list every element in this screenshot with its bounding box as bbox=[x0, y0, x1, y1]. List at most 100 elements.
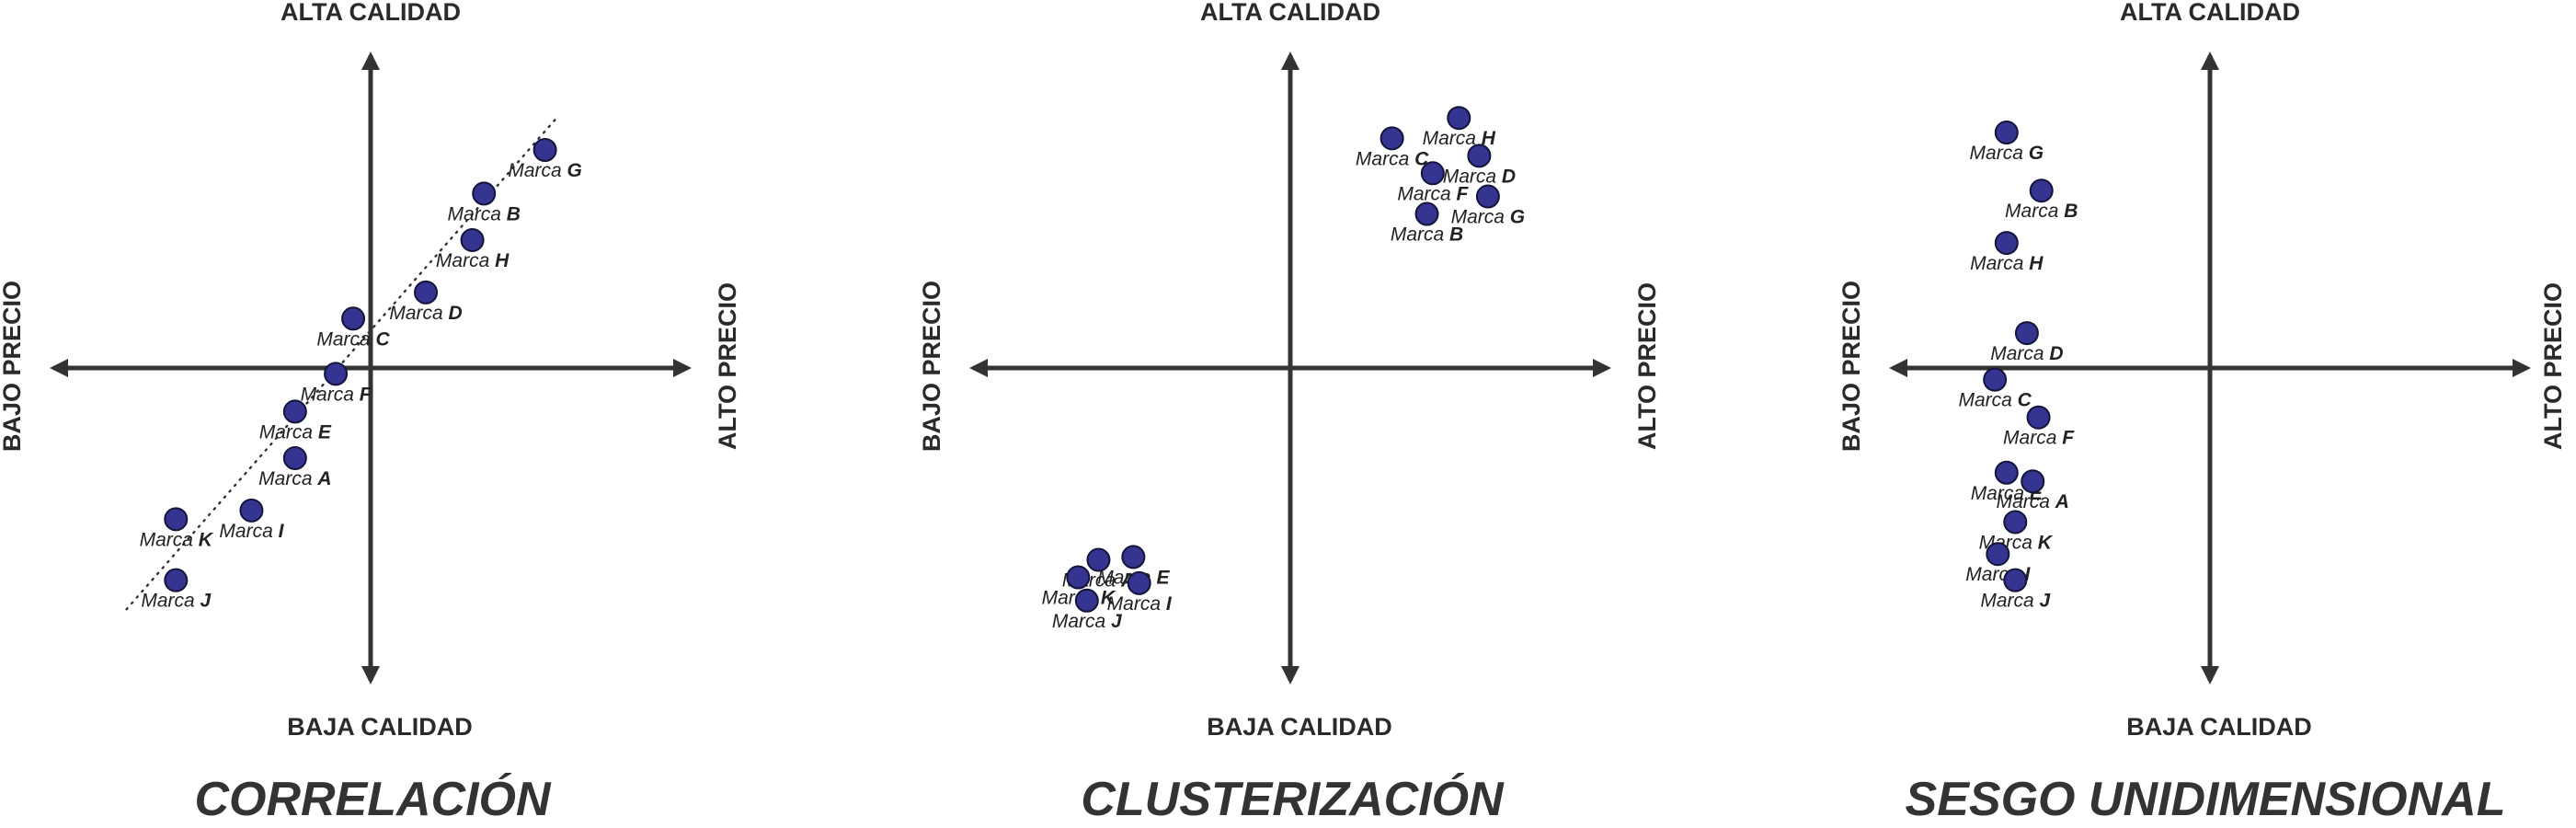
data-point-marca-j: Marca J bbox=[141, 568, 212, 612]
data-point-marca-i: Marca I bbox=[1107, 570, 1173, 615]
data-point-marca-a: Marca A bbox=[1997, 469, 2069, 512]
point-marker bbox=[2021, 469, 2045, 494]
point-label-prefix: Marca bbox=[1052, 611, 1111, 632]
point-marker bbox=[1994, 121, 2019, 145]
point-marker bbox=[1986, 542, 2010, 567]
panel-title: CORRELACIÓN bbox=[194, 773, 552, 826]
point-label-prefix: Marca bbox=[436, 250, 495, 271]
point-marker bbox=[1127, 570, 1151, 595]
point-label-letter: K bbox=[1101, 588, 1116, 609]
point-marker bbox=[460, 227, 485, 252]
axis-label-top: ALTA CALIDAD bbox=[1200, 0, 1380, 26]
data-point-marca-f: Marca F bbox=[2003, 405, 2075, 449]
point-label-letter: J bbox=[2040, 591, 2052, 612]
point-label: Marca A bbox=[1997, 491, 2069, 512]
point-label: Marca D bbox=[389, 303, 462, 324]
point-label-letter: K bbox=[2038, 532, 2054, 553]
data-point-marca-k: Marca K bbox=[1979, 510, 2054, 553]
point-label-letter: H bbox=[495, 250, 509, 271]
point-marker bbox=[1994, 231, 2019, 256]
point-marker bbox=[1475, 184, 1500, 209]
point-label: Marca B bbox=[1391, 224, 1463, 246]
point-label-letter: B bbox=[1449, 224, 1463, 246]
point-label-prefix: Marca bbox=[1997, 491, 2055, 512]
panel-title: CLUSTERIZACIÓN bbox=[1081, 773, 1505, 826]
point-label-prefix: Marca bbox=[1990, 343, 2049, 364]
point-label-letter: I bbox=[2024, 564, 2031, 585]
point-marker bbox=[1414, 201, 1439, 226]
point-label-prefix: Marca bbox=[1971, 483, 2030, 504]
point-label: Marca C bbox=[316, 328, 390, 350]
data-point-marca-g: Marca G bbox=[1970, 121, 2044, 164]
data-point-marca-c: Marca C bbox=[1356, 126, 1429, 169]
data-point-marca-d: Marca D bbox=[1990, 321, 2064, 364]
point-label: Marca F bbox=[1397, 183, 1469, 204]
point-label-prefix: Marca bbox=[316, 328, 375, 350]
point-marker bbox=[341, 306, 366, 331]
point-marker bbox=[1121, 545, 1146, 569]
point-label-prefix: Marca bbox=[1391, 224, 1449, 246]
axis-label-right: ALTO PRECIO bbox=[714, 282, 741, 450]
point-label-prefix: Marca bbox=[259, 421, 318, 443]
panel-sesgo-unidimensional: ALTA CALIDAD BAJA CALIDAD BAJO PRECIO AL… bbox=[1838, 0, 2567, 826]
point-marker bbox=[1074, 588, 1099, 613]
point-label-letter: I bbox=[279, 521, 285, 542]
point-marker bbox=[1086, 547, 1111, 572]
point-label-prefix: Marca bbox=[1107, 593, 1166, 615]
data-point-marca-h: Marca H bbox=[1423, 106, 1496, 149]
point-marker bbox=[1983, 367, 2008, 392]
point-label-letter: G bbox=[2029, 143, 2044, 164]
point-label: Marca I bbox=[1107, 593, 1173, 615]
point-label: Marca D bbox=[1443, 166, 1516, 187]
point-label: Marca K bbox=[140, 529, 214, 550]
axis-label-left: BAJO PRECIO bbox=[0, 281, 26, 452]
point-label-letter: I bbox=[1166, 593, 1173, 615]
point-label: Marca I bbox=[219, 521, 284, 542]
point-label-prefix: Marca bbox=[1980, 591, 2039, 612]
point-label-letter: A bbox=[316, 468, 331, 489]
panel-clusterizacion: ALTA CALIDAD BAJA CALIDAD BAJO PRECIO AL… bbox=[918, 0, 1661, 826]
point-label: Marca B bbox=[2005, 201, 2078, 222]
axis-label-right: ALTO PRECIO bbox=[2539, 282, 2567, 450]
point-label-letter: D bbox=[2049, 343, 2063, 364]
point-label-letter: C bbox=[2018, 390, 2032, 411]
data-point-marca-c: Marca C bbox=[1958, 367, 2032, 411]
point-label: Marca A bbox=[258, 468, 331, 489]
point-marker bbox=[2003, 510, 2028, 535]
point-marker bbox=[282, 399, 307, 424]
point-marker bbox=[282, 445, 307, 470]
point-label-prefix: Marca bbox=[1958, 390, 2017, 411]
point-label-prefix: Marca bbox=[219, 521, 278, 542]
point-label-prefix: Marca bbox=[1423, 128, 1482, 149]
point-marker bbox=[239, 498, 264, 523]
point-marker bbox=[2029, 178, 2054, 203]
point-label-letter: F bbox=[360, 384, 372, 405]
data-point-marca-e: Marca E bbox=[1971, 460, 2044, 504]
point-marker bbox=[472, 181, 497, 206]
point-marker bbox=[1420, 161, 1445, 186]
point-label-prefix: Marca bbox=[1970, 253, 2029, 274]
data-point-marca-j: Marca J bbox=[1052, 588, 1123, 632]
point-marker bbox=[1066, 565, 1091, 590]
point-label: Marca J bbox=[141, 591, 212, 612]
data-point-marca-j: Marca J bbox=[1980, 568, 2052, 612]
point-label-prefix: Marca bbox=[301, 384, 360, 405]
point-marker bbox=[1447, 106, 1471, 131]
data-point-marca-g: Marca G bbox=[508, 138, 582, 181]
axis-label-top: ALTA CALIDAD bbox=[2120, 0, 2300, 26]
point-label-letter: E bbox=[318, 421, 332, 443]
trendline bbox=[125, 117, 558, 611]
point-label-letter: B bbox=[2064, 201, 2078, 222]
point-label: Marca H bbox=[1423, 128, 1496, 149]
point-label-prefix: Marca bbox=[1356, 148, 1414, 169]
point-label-prefix: Marca bbox=[2005, 201, 2064, 222]
point-label-letter: J bbox=[200, 591, 212, 612]
point-label: Marca G bbox=[1451, 207, 1526, 228]
point-label: Marca B bbox=[448, 203, 521, 224]
point-label-prefix: Marca bbox=[140, 529, 199, 550]
point-marker bbox=[164, 507, 189, 532]
point-label: Marca F bbox=[2003, 428, 2075, 449]
axis-label-left: BAJO PRECIO bbox=[918, 281, 945, 452]
data-point-marca-d: Marca D bbox=[389, 280, 463, 324]
